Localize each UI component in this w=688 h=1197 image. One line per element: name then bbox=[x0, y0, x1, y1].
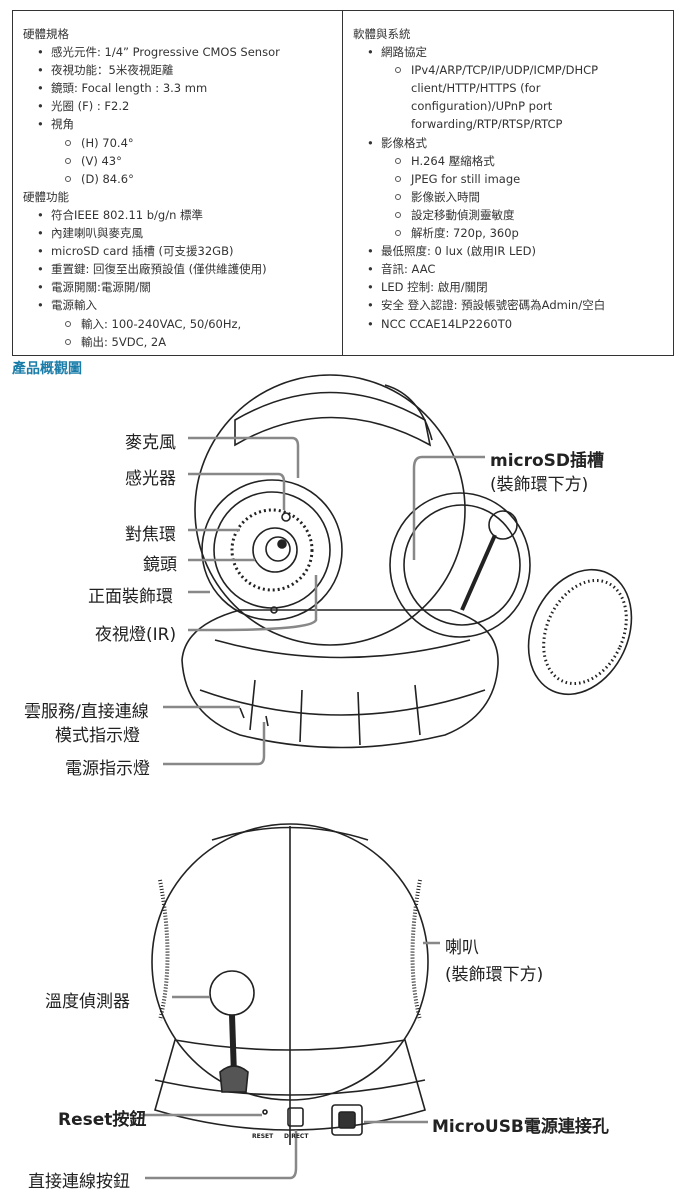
list-item: 視角 (H) 70.4° (V) 43° (D) 84.6° bbox=[23, 115, 342, 187]
spec-column-left: 硬體規格 感光元件: 1/4” Progressive CMOS Sensor … bbox=[13, 11, 343, 355]
direct-button-drawing bbox=[287, 1107, 304, 1127]
callout-microusb: MicroUSB電源連接孔 bbox=[432, 1117, 609, 1137]
list-item: 最低照度: 0 lux (啟用IR LED) bbox=[353, 242, 673, 260]
printed-direct-label: DIRECT bbox=[284, 1133, 309, 1140]
sub-list-item: 影像嵌入時間 bbox=[353, 188, 673, 206]
overview-title: 產品概觀圖 bbox=[12, 361, 82, 377]
sub-list: 輸入: 100-240VAC, 50/60Hz, 輸出: 5VDC, 2A bbox=[51, 315, 342, 351]
software-list: 網路協定 IPv4/ARP/TCP/IP/UDP/ICMP/DHCP clien… bbox=[353, 43, 673, 333]
sub-list-item: 解析度: 720p, 360p bbox=[353, 224, 673, 242]
list-item: 網路協定 IPv4/ARP/TCP/IP/UDP/ICMP/DHCP clien… bbox=[353, 43, 673, 133]
camera-ball-drawing bbox=[194, 374, 466, 646]
list-item: 夜視功能：5米夜視距離 bbox=[23, 61, 342, 79]
callout-speaker-line1: 喇叭 bbox=[445, 938, 479, 958]
list-item: 鏡頭: Focal length : 3.3 mm bbox=[23, 79, 342, 97]
callout-focus-ring: 對焦環 bbox=[125, 525, 176, 545]
callout-cloud-led-line2: 模式指示燈 bbox=[55, 726, 140, 746]
callout-microsd-line1: microSD插槽 bbox=[490, 451, 605, 471]
temp-sensor-drawing bbox=[209, 970, 255, 1016]
list-item: 符合IEEE 802.11 b/g/n 標準 bbox=[23, 206, 342, 224]
callout-light-sensor: 感光器 bbox=[125, 469, 176, 489]
callout-speaker-line2: (裝飾環下方) bbox=[445, 965, 544, 985]
list-item: NCC CCAE14LP2260T0 bbox=[353, 315, 673, 333]
sub-list-item: (V) 43° bbox=[23, 152, 342, 170]
callout-microsd-line2: (裝飾環下方) bbox=[490, 475, 589, 495]
hardware-specs-list: 感光元件: 1/4” Progressive CMOS Sensor 夜視功能：… bbox=[23, 43, 342, 188]
callout-lens: 鏡頭 bbox=[143, 555, 177, 575]
callout-microphone: 麥克風 bbox=[125, 433, 176, 453]
list-item: 影像格式 H.264 壓縮格式 JPEG for still image 影像嵌… bbox=[353, 134, 673, 243]
list-item: 內建喇叭與麥克風 bbox=[23, 224, 342, 242]
lens-drawing bbox=[252, 527, 298, 573]
list-item: 電源開關:電源開/關 bbox=[23, 278, 342, 296]
front-ring-drawing bbox=[201, 479, 343, 621]
list-item: 安全 登入認證: 預設帳號密碼為Admin/空白 bbox=[353, 296, 673, 314]
list-item: LED 控制: 啟用/關閉 bbox=[353, 278, 673, 296]
hardware-features-list: 符合IEEE 802.11 b/g/n 標準 內建喇叭與麥克風 microSD … bbox=[23, 206, 342, 351]
callout-direct-button: 直接連線按鈕 bbox=[28, 1172, 130, 1192]
spec-column-right: 軟體與系統 網路協定 IPv4/ARP/TCP/IP/UDP/ICMP/DHCP… bbox=[343, 11, 673, 355]
sub-list-item: 設定移動偵測靈敏度 bbox=[353, 206, 673, 224]
list-item: 電源輸入 輸入: 100-240VAC, 50/60Hz, 輸出: 5VDC, … bbox=[23, 296, 342, 350]
sub-list-item: 輸入: 100-240VAC, 50/60Hz, bbox=[23, 315, 342, 333]
sub-list: (H) 70.4° (V) 43° (D) 84.6° bbox=[51, 134, 342, 188]
printed-reset-label: RESET bbox=[252, 1133, 274, 1140]
callout-front-ring: 正面裝飾環 bbox=[88, 587, 173, 607]
list-item: 音訊: AAC bbox=[353, 260, 673, 278]
microusb-port-drawing bbox=[331, 1104, 363, 1136]
callout-reset-button: Reset按鈕 bbox=[58, 1110, 147, 1130]
sub-list-item: IPv4/ARP/TCP/IP/UDP/ICMP/DHCP client/HTT… bbox=[353, 61, 598, 133]
list-item: 重置鍵: 回復至出廠預設值 (僅供維護使用) bbox=[23, 260, 342, 278]
speaker-cover-drawing bbox=[527, 568, 633, 696]
side-ring-drawing bbox=[389, 492, 531, 638]
callout-ir-led: 夜視燈(IR) bbox=[95, 625, 177, 645]
software-heading: 軟體與系統 bbox=[353, 27, 411, 41]
sub-list-item: H.264 壓縮格式 bbox=[353, 152, 673, 170]
callout-cloud-led-line1: 雲服務/直接連線 bbox=[24, 702, 149, 722]
list-item: 感光元件: 1/4” Progressive CMOS Sensor bbox=[23, 43, 342, 61]
list-item: microSD card 插槽 (可支援32GB) bbox=[23, 242, 342, 260]
sub-list-item: (H) 70.4° bbox=[23, 134, 342, 152]
hardware-specs-heading: 硬體規格 bbox=[23, 27, 69, 41]
callout-temp-sensor: 溫度偵測器 bbox=[45, 992, 130, 1012]
sub-list: H.264 壓縮格式 JPEG for still image 影像嵌入時間 設… bbox=[381, 152, 673, 242]
sub-list-item: 輸出: 5VDC, 2A bbox=[23, 333, 342, 351]
sub-list-item: JPEG for still image bbox=[353, 170, 673, 188]
sub-list: IPv4/ARP/TCP/IP/UDP/ICMP/DHCP client/HTT… bbox=[381, 61, 673, 133]
callout-power-led: 電源指示燈 bbox=[65, 759, 150, 779]
spec-table: 硬體規格 感光元件: 1/4” Progressive CMOS Sensor … bbox=[12, 10, 674, 356]
back-base-drawing bbox=[154, 1039, 426, 1131]
sub-list-item: (D) 84.6° bbox=[23, 170, 342, 188]
list-item: 光圈 (F) : F2.2 bbox=[23, 97, 342, 115]
hardware-features-heading: 硬體功能 bbox=[23, 189, 69, 204]
